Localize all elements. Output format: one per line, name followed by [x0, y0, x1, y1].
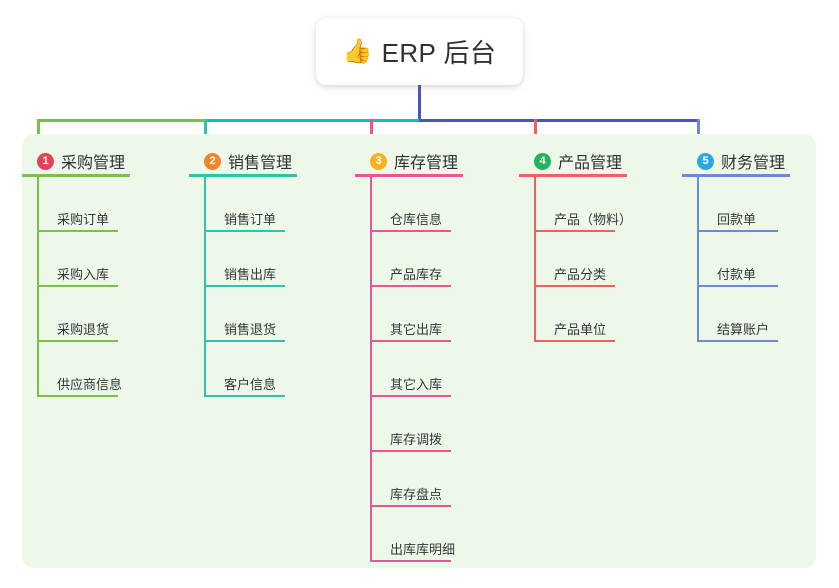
branch-title: 库存管理: [394, 155, 459, 172]
leaf-label: 客户信息: [224, 377, 277, 392]
root-node[interactable]: 👍 ERP 后台: [316, 18, 523, 85]
leaf-label: 产品库存: [390, 267, 443, 282]
branch-number-badge: 5: [697, 152, 714, 170]
leaf-rule: [370, 285, 451, 287]
leaf-rule: [204, 230, 285, 232]
leaf-label: 采购订单: [57, 212, 110, 227]
branch-title: 财务管理: [721, 155, 786, 172]
leaf-rule: [370, 450, 451, 452]
branch-column-产品管理: 4 产品管理产品（物料） 产品分类产品单位: [519, 134, 632, 342]
branch-trunk: [697, 174, 699, 342]
branch-column-库存管理: 3 库存管理仓库信息产品库存其它出库其它入库库存调拨库存盘点出库库明细: [355, 134, 463, 562]
branch-header-1[interactable]: 1 采购管理: [22, 148, 125, 174]
branch-header-rule: [682, 174, 790, 177]
branch-header-rule: [22, 174, 130, 177]
branch-header-4[interactable]: 4 产品管理: [519, 148, 622, 174]
bus-segment-teal: [204, 119, 419, 122]
leaf-rule: [534, 340, 615, 342]
branch-title: 产品管理: [558, 155, 623, 172]
leaf-label: 采购入库: [57, 267, 110, 282]
thumbs-up-icon: 👍: [342, 37, 373, 65]
leaf-rule: [370, 230, 451, 232]
leaf-rule: [37, 230, 118, 232]
branches-panel: [22, 134, 816, 568]
branch-column-采购管理: 1 采购管理采购订单采购入库采购退货供应商信息: [22, 134, 130, 397]
leaf-rule: [697, 230, 778, 232]
leaf-rule: [697, 340, 778, 342]
branch-title: 采购管理: [61, 155, 126, 172]
leaf-label: 产品单位: [554, 322, 607, 337]
leaf-label: 产品分类: [554, 267, 607, 282]
branch-trunk: [534, 174, 536, 342]
branch-title: 销售管理: [228, 155, 293, 172]
leaf-rule: [37, 395, 118, 397]
branch-column-财务管理: 5 财务管理回款单付款单结算账户: [682, 134, 790, 342]
leaf-rule: [534, 285, 615, 287]
branch-header-3[interactable]: 3 库存管理: [355, 148, 458, 174]
branch-number-badge: 1: [37, 152, 54, 170]
bus-segment-green: [37, 119, 204, 122]
leaf-label: 结算账户: [717, 322, 770, 337]
leaf-rule: [697, 285, 778, 287]
branch-header-2[interactable]: 2 销售管理: [189, 148, 292, 174]
leaf-rule: [370, 340, 451, 342]
leaf-label: 库存盘点: [390, 487, 443, 502]
branch-column-销售管理: 2 销售管理销售订单销售出库销售退货客户信息: [189, 134, 297, 397]
leaf-rule: [370, 560, 451, 562]
branch-number-badge: 3: [370, 152, 387, 170]
leaf-label: 供应商信息: [57, 377, 123, 392]
leaf-rule: [204, 395, 285, 397]
leaf-rule: [534, 230, 615, 232]
leaf-label: 库存调拨: [390, 432, 443, 447]
bus-segment-blue: [419, 119, 700, 122]
leaf-label: 产品（物料）: [554, 212, 633, 227]
branch-header-rule: [189, 174, 297, 177]
leaf-rule: [370, 505, 451, 507]
branch-number-badge: 2: [204, 152, 221, 170]
branch-trunk: [370, 174, 372, 562]
root-stem: [418, 85, 421, 122]
root-title: ERP 后台: [381, 38, 497, 68]
leaf-label: 销售出库: [224, 267, 277, 282]
branch-header-5[interactable]: 5 财务管理: [682, 148, 785, 174]
leaf-label: 仓库信息: [390, 212, 443, 227]
leaf-label: 销售订单: [224, 212, 277, 227]
leaf-label: 采购退货: [57, 322, 110, 337]
branch-header-rule: [519, 174, 627, 177]
leaf-label: 其它出库: [390, 322, 443, 337]
branch-number-badge: 4: [534, 152, 551, 170]
leaf-rule: [370, 395, 451, 397]
leaf-rule: [204, 340, 285, 342]
leaf-rule: [204, 285, 285, 287]
branch-header-rule: [355, 174, 463, 177]
leaf-label: 其它入库: [390, 377, 443, 392]
leaf-label: 出库库明细: [390, 542, 456, 557]
leaf-rule: [37, 340, 118, 342]
leaf-label: 销售退货: [224, 322, 277, 337]
leaf-label: 回款单: [717, 212, 757, 227]
leaf-label: 付款单: [717, 267, 757, 282]
leaf-rule: [37, 285, 118, 287]
